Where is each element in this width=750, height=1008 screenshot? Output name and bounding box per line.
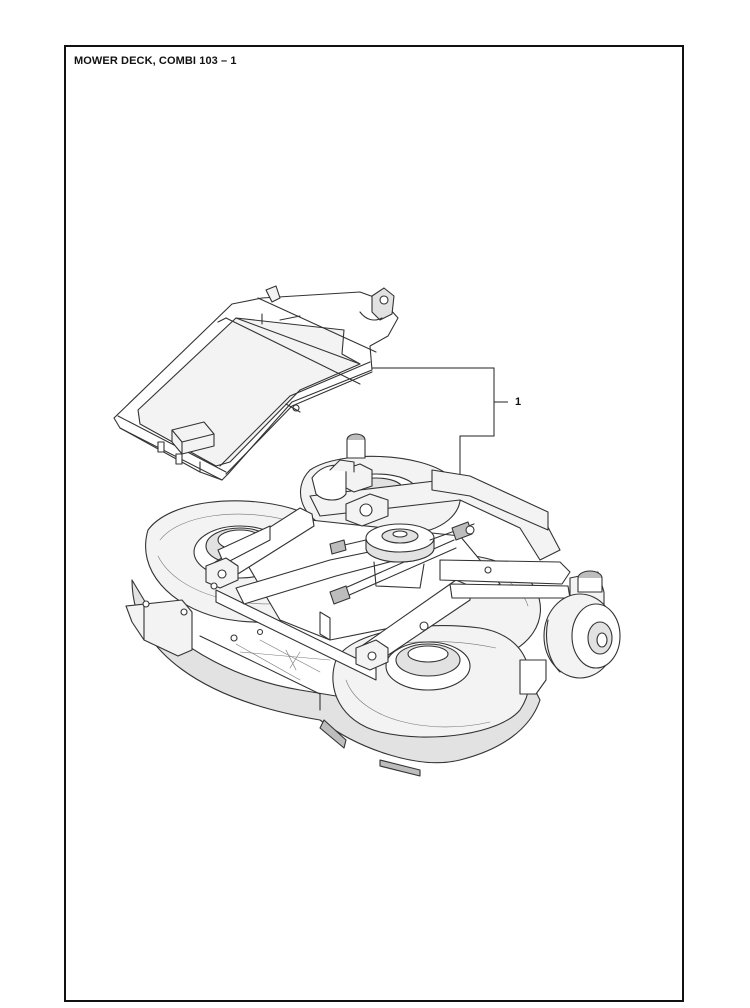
page-frame [64,45,684,1002]
callout-leader [372,367,508,478]
deck-frame-rails [205,433,571,681]
lift-frame-part [113,285,399,481]
caster-wheel [519,570,621,695]
center-pulley [329,521,475,589]
page-title: MOWER DECK, COMBI 103 – 1 [74,55,237,67]
anti-scalp-roller [311,459,355,501]
callout-number-1: 1 [515,396,522,408]
